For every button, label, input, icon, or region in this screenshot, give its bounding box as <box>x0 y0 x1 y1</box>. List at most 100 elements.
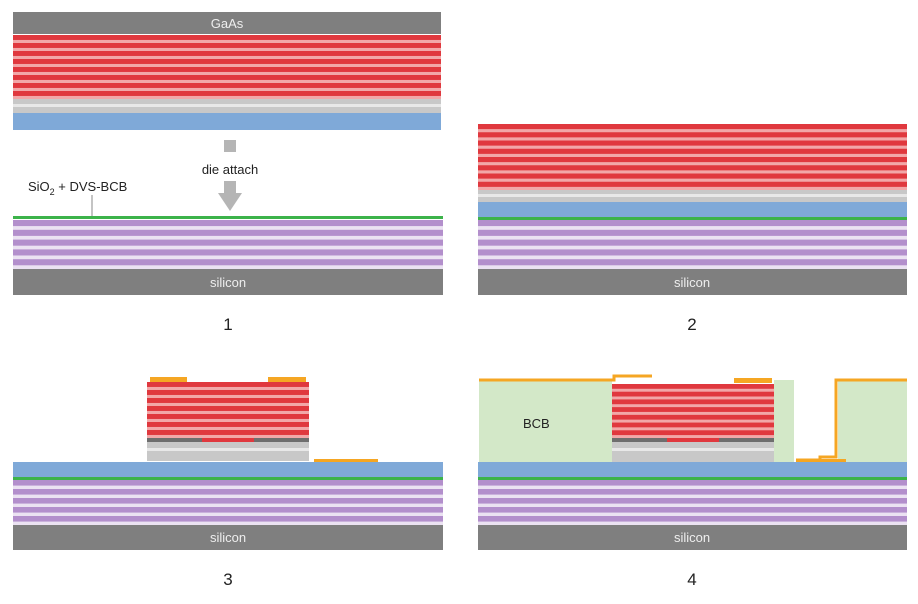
bonded-epi-stack-stripe <box>478 132 907 138</box>
silicon-substrate-2 <box>478 269 907 295</box>
bond-layer <box>13 216 443 219</box>
gaas-epi-stack-stripe <box>13 51 441 56</box>
bond-layer-label-prefix: SiO <box>28 179 50 194</box>
mesa-epi-stack-stripe <box>147 398 309 403</box>
silicon-waveguide-stack-stripe <box>13 229 443 236</box>
mesa-active-region <box>202 438 254 442</box>
arrow-shaft <box>224 181 236 193</box>
silicon-waveguide-stack-2-stripe <box>478 249 907 256</box>
bottom-contact-4 <box>796 459 846 463</box>
bond-layer-2 <box>478 217 907 220</box>
gaas-substrate <box>13 12 441 34</box>
step-number-4: 4 <box>687 570 696 589</box>
panel-2: silicon 2 <box>478 124 907 334</box>
mesa-etch-stop-line-4 <box>612 448 774 451</box>
mesa-epi-stack-stripe <box>147 414 309 419</box>
mesa-epi-stack-4-stripe <box>612 399 774 405</box>
gaas-wafer: GaAs <box>13 12 441 130</box>
bond-layer-callout: SiO2 + DVS-BCB <box>28 179 127 217</box>
mesa-epi-stack-4-stripe <box>612 391 774 397</box>
bonded-epi-stack-stripe <box>478 173 907 179</box>
silicon-waveguide-stack-stripe <box>13 220 443 227</box>
silicon-substrate <box>13 269 443 295</box>
gaas-epi-stack-stripe <box>13 43 441 48</box>
arrow-head <box>218 193 242 211</box>
bcb-fill-left <box>479 380 612 462</box>
gaas-epi-stack-stripe <box>13 59 441 64</box>
top-contact-left <box>150 377 187 382</box>
bonded-epi-stack-stripe <box>478 181 907 187</box>
panel-1: GaAs die attach SiO2 + DVS-BCB silicon 1 <box>13 12 443 334</box>
mesa-epi-stack-stripe <box>147 406 309 411</box>
arrow-dash <box>224 140 236 152</box>
step-number-2: 2 <box>687 315 696 334</box>
silicon-waveguide-stack-2-stripe <box>478 239 907 246</box>
gaas-etch-stop-line <box>13 104 441 107</box>
gaas-bottom-layer <box>13 113 441 130</box>
bonded-epi-stack <box>478 124 907 190</box>
gaas-epi-stack-stripe <box>13 35 441 40</box>
silicon-waveguide-stack-4-stripe <box>478 498 907 504</box>
bond-layer-4 <box>478 477 907 480</box>
silicon-waveguide-stack <box>13 220 443 269</box>
silicon-waveguide-stack-3-stripe <box>13 516 443 522</box>
gaas-epi-stack <box>13 35 441 99</box>
mesa-epi-stack-4-stripe <box>612 384 774 389</box>
silicon-waveguide-stack-2-stripe <box>478 229 907 236</box>
silicon-waveguide-stack-2 <box>478 220 907 269</box>
gaas-epi-stack-stripe <box>13 67 441 72</box>
bcb-label: BCB <box>523 416 550 431</box>
top-contact-right <box>268 377 306 382</box>
contact-layer-4 <box>478 462 907 477</box>
bond-layer-3 <box>13 477 443 480</box>
mesa-epi-stack-stripe <box>147 382 309 387</box>
top-contact-right-4 <box>734 378 772 383</box>
bond-layer-label-subscript: 2 <box>50 187 55 197</box>
bonded-epi-stack-stripe <box>478 140 907 146</box>
mesa-epi-stack-4-stripe <box>612 414 774 420</box>
top-metal-trace <box>479 374 652 382</box>
silicon-waveguide-stack-3-stripe <box>13 489 443 495</box>
mesa-epi-stack-stripe <box>147 422 309 427</box>
silicon-waveguide-stack-3-stripe <box>13 498 443 504</box>
silicon-waveguide-stack-stripe <box>13 249 443 256</box>
mesa-active-region-4 <box>667 438 719 442</box>
mesa-etch-stop-layer <box>147 442 309 461</box>
mesa-epi-stack-4-stripe <box>612 407 774 412</box>
bonded-etch-stop-line <box>478 194 907 197</box>
silicon-waveguide-stack-3 <box>13 480 443 525</box>
bonded-bottom-layer <box>478 202 907 217</box>
bcb-fill-middle <box>774 380 794 462</box>
silicon-substrate-4 <box>478 525 907 550</box>
bonded-epi-stack-stripe <box>478 124 907 130</box>
mesa-epi-stack-4-stripe <box>612 430 774 436</box>
silicon-waveguide-stack-4-stripe <box>478 507 907 513</box>
silicon-waveguide-stack-3-stripe <box>13 480 443 486</box>
gaas-label: GaAs <box>211 16 244 31</box>
gaas-epi-stack-stripe <box>13 83 441 88</box>
silicon-waveguide-stack-4 <box>478 480 907 525</box>
silicon-label-2: silicon <box>674 275 710 290</box>
silicon-label-3: silicon <box>210 530 246 545</box>
panel-4: BCB silicon 4 <box>478 374 907 589</box>
gaas-epi-stack-stripe <box>13 91 441 96</box>
silicon-substrate-3 <box>13 525 443 550</box>
laser-mesa-3 <box>147 377 309 461</box>
bonded-epi-stack-stripe <box>478 148 907 154</box>
step-number-3: 3 <box>223 570 232 589</box>
die-attach-label: die attach <box>202 162 258 177</box>
silicon-waveguide-stack-4-stripe <box>478 480 907 486</box>
mesa-etch-stop-layer-4 <box>612 442 774 462</box>
mesa-epi-stack-4-stripe <box>612 422 774 428</box>
silicon-waveguide-stack-stripe <box>13 259 443 266</box>
bonded-epi-stack-stripe <box>478 157 907 163</box>
mesa-epi-stack-stripe <box>147 390 309 395</box>
bond-layer-label: SiO2 + DVS-BCB <box>28 179 127 197</box>
mesa-epi-stack-stripe <box>147 430 309 435</box>
bonded-epi-stack-stripe <box>478 165 907 171</box>
silicon-waveguide-stack-4-stripe <box>478 516 907 522</box>
silicon-wafer-1: silicon <box>13 216 443 295</box>
contact-layer-3 <box>13 462 443 477</box>
silicon-waveguide-stack-2-stripe <box>478 259 907 266</box>
